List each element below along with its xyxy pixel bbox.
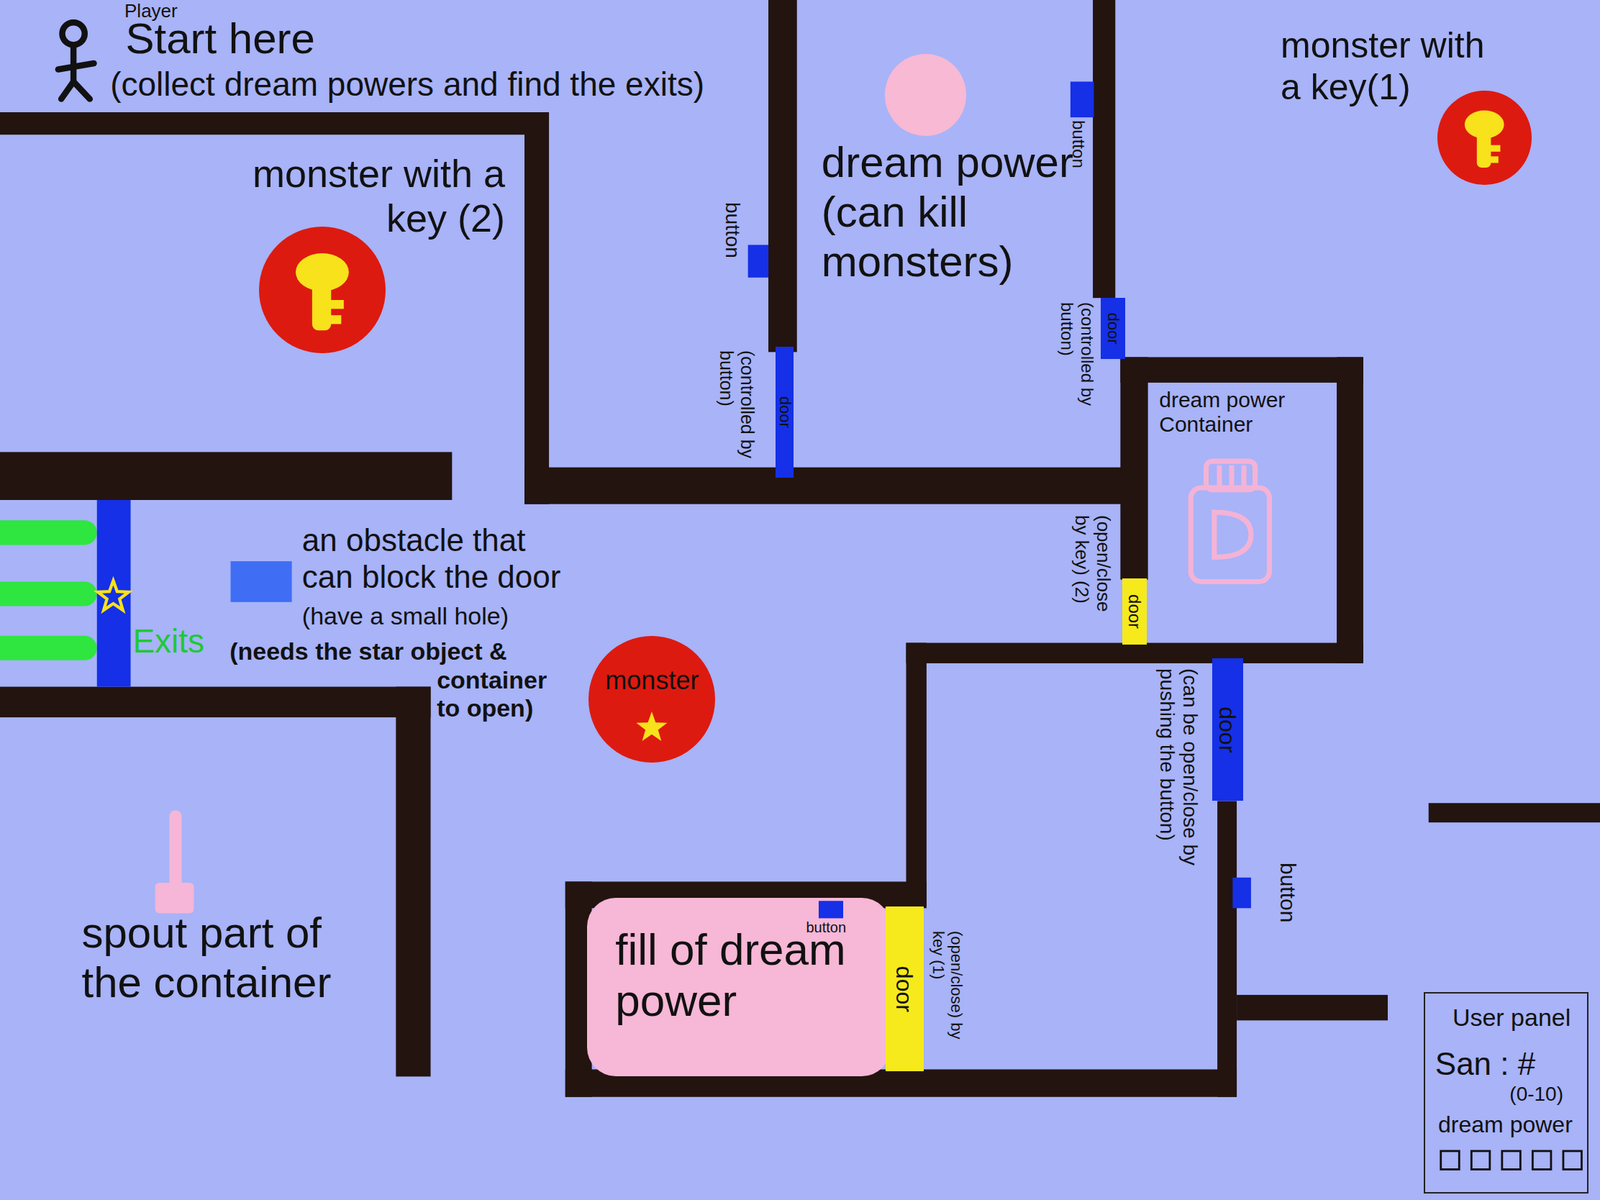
start-label: Start here bbox=[125, 17, 356, 61]
door-note: (controlled by button) bbox=[1057, 302, 1098, 411]
player-figure bbox=[58, 22, 95, 99]
node-icon-art bbox=[258, 226, 386, 354]
door: door bbox=[885, 906, 924, 1072]
node-title: door bbox=[1125, 578, 1144, 645]
node-title: dream power (can kill monsters) bbox=[821, 137, 1088, 287]
star-slot bbox=[97, 580, 129, 611]
node-text: (0-10) bbox=[1509, 1082, 1582, 1106]
spout-label: spout part of the container bbox=[81, 907, 355, 1008]
monster-circle: monster bbox=[588, 635, 716, 763]
node-icon bbox=[1437, 90, 1531, 185]
node-title: fill of dream power bbox=[615, 923, 889, 1027]
door: door bbox=[1212, 658, 1244, 802]
exit-note: (needs the star object & container to op… bbox=[229, 637, 559, 722]
node-title: monster bbox=[588, 665, 716, 695]
node-title: door bbox=[776, 346, 793, 478]
exit-label: Exits bbox=[132, 622, 212, 661]
monster-circle: monster with a key (2) bbox=[258, 226, 386, 354]
node-icon-art bbox=[1437, 90, 1531, 185]
node-text: San : # bbox=[1435, 1046, 1580, 1083]
door-note: (can be open/close by pushing the button… bbox=[1155, 668, 1202, 900]
button-label: button bbox=[1275, 862, 1301, 935]
obstacle-note: (have a small hole) bbox=[302, 602, 540, 631]
buttons bbox=[748, 81, 1252, 908]
button-label: button bbox=[806, 919, 850, 936]
node-text: dream power bbox=[1438, 1111, 1586, 1139]
container-icon bbox=[1190, 461, 1270, 582]
node-icon bbox=[588, 635, 716, 763]
walls bbox=[0, 0, 1600, 1098]
door: door bbox=[775, 346, 795, 478]
obstacle-note: an obstacle that can block the door bbox=[302, 522, 569, 595]
user-panel: User panelSan : #(0-10) dream power bbox=[1423, 992, 1590, 1195]
node-title: User panel bbox=[1452, 1003, 1590, 1032]
door: door bbox=[1100, 297, 1126, 359]
spout-part bbox=[155, 816, 195, 914]
dream-power-orb: dream power (can kill monsters) bbox=[884, 53, 967, 136]
obstacle-block bbox=[230, 561, 293, 603]
node-title: monster with a key(1) bbox=[1280, 25, 1497, 108]
power-slots bbox=[1441, 1151, 1583, 1170]
monster-circle: monster with a key(1) bbox=[1437, 90, 1531, 185]
goal-note: (collect dream powers and find the exits… bbox=[110, 65, 758, 104]
exit-door bbox=[97, 500, 131, 688]
door-note: (open/close by key) (2) bbox=[1070, 515, 1114, 616]
door-note: (controlled by button) bbox=[716, 350, 759, 462]
node-title: monster with a key (2) bbox=[217, 151, 506, 241]
door-note: (open/close) by key (1) bbox=[928, 930, 966, 1064]
node-icon bbox=[258, 226, 386, 354]
room-label: dream power Container bbox=[1158, 387, 1303, 438]
button-label: button bbox=[720, 202, 744, 275]
node-title: door bbox=[1215, 658, 1239, 802]
node-icon-art bbox=[588, 635, 716, 763]
button-label: button bbox=[1069, 120, 1090, 185]
node-title: door bbox=[1105, 297, 1121, 359]
node-title: door bbox=[892, 906, 916, 1072]
exit-paths bbox=[0, 520, 98, 660]
door: door bbox=[1122, 578, 1147, 645]
